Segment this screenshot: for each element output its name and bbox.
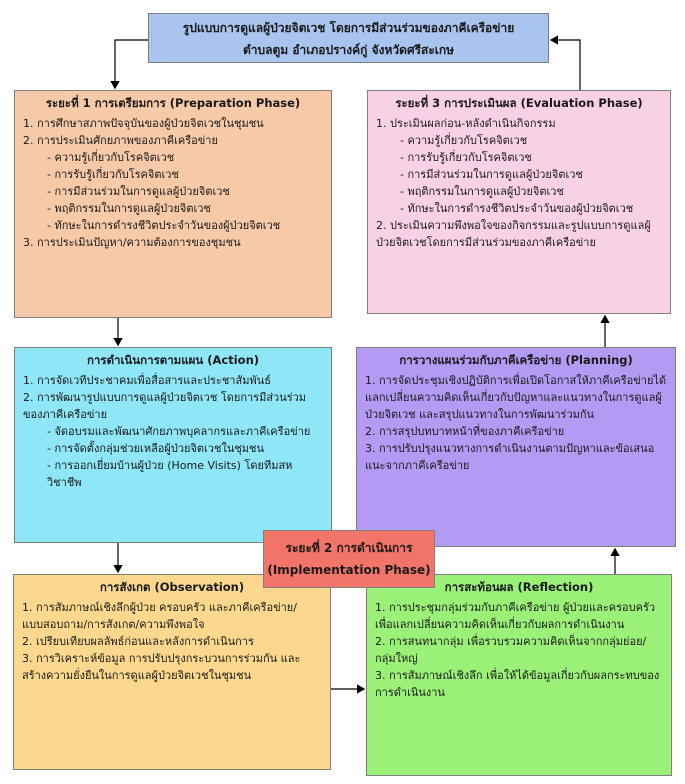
prep-item: 2. การประเมินศักยภาพของภาคีเครือข่าย [23, 133, 218, 147]
observation-box: การสังเกต (Observation) 1. การสัมภาษณ์เช… [13, 574, 331, 770]
refl-item: 2. การสนทนากลุ่ม เพื่อรวบรวมความคิดเห็นจ… [375, 634, 647, 665]
prep-subitem: - การมีส่วนร่วมในการดูแลผู้ป่วยจิตเวช [47, 185, 230, 198]
eval-subitem: - การรับรู้เกี่ยวกับโรคจิตเวช [400, 150, 532, 164]
reflection-box: การสะท้อนผล (Reflection) 1. การประชุมกลุ… [366, 574, 672, 776]
plan-item: 3. การปรับปรุงแนวทางการดำเนินงานตามปัญหา… [365, 442, 655, 473]
eval-subitem: - ความรู้เกี่ยวกับโรคจิตเวช [400, 133, 528, 147]
eval-subitem: - การมีส่วนร่วมในการดูแลผู้ป่วยจิตเวช [400, 167, 583, 181]
prep-subitem: - ทักษะในการดำรงชีวิตประจำวันของผู้ป่วยจ… [47, 219, 281, 233]
evaluation-phase-box: ระยะที่ 3 การประเมินผล (Evaluation Phase… [367, 90, 671, 314]
planning-heading: การวางแผนร่วมกับภาคีเครือข่าย (Planning) [399, 353, 633, 367]
preparation-heading: ระยะที่ 1 การเตรียมการ (Preparation Phas… [45, 96, 301, 110]
prep-subitem: - พฤติกรรมในการดูแลผู้ป่วยจิตเวช [47, 202, 211, 216]
eval-item: 1. ประเมินผลก่อน-หลังดำเนินกิจกรรม [376, 116, 556, 130]
title-line-2: ตำบลตูม อำเภอปรางค์กู่ จังหวัดศรีสะเกษ [242, 43, 455, 57]
observation-heading: การสังเกต (Observation) [99, 580, 245, 594]
eval-subitem: - พฤติกรรมในการดูแลผู้ป่วยจิตเวช [400, 185, 564, 198]
action-item: 1. การจัดเวทีประชาคมเพื่อสื่อสารและประชา… [23, 373, 271, 387]
action-box: การดำเนินการตามแผน (Action) 1. การจัดเวท… [14, 347, 332, 543]
action-heading: การดำเนินการตามแผน (Action) [86, 353, 260, 367]
prep-subitem: - การรับรู้เกี่ยวกับโรคจิตเวช [47, 167, 179, 181]
implementation-phase-box: ระยะที่ 2 การดำเนินการ (Implementation P… [263, 530, 435, 588]
phase2-line-2: (Implementation Phase) [267, 563, 431, 577]
arrow-title-to-prep [110, 39, 148, 90]
refl-item: 1. การประชุมกลุ่มร่วมกับภาคีเครือข่าย ผู… [375, 600, 656, 631]
diagram-title-box: รูปแบบการดูแลผู้ป่วยจิตเวช โดยการมีส่วนร… [148, 13, 549, 63]
planning-box: การวางแผนร่วมกับภาคีเครือข่าย (Planning)… [356, 347, 676, 547]
prep-item: 3. การประเมินปัญหา/ความต้องการของชุมชน [23, 236, 241, 250]
arrow-eval-to-title [549, 35, 581, 90]
prep-item: 1. การศึกษาสภาพปัจจุบันของผู้ป่วยจิตเวชใ… [23, 116, 264, 130]
prep-subitem: - ความรู้เกี่ยวกับโรคจิตเวช [47, 150, 175, 164]
action-subitem: - จัดอบรมและพัฒนาศักยภาพบุคลากรและภาคีเค… [47, 424, 311, 438]
obs-item: 1. การสัมภาษณ์เชิงลึกผู้ป่วย ครอบครัว แล… [22, 600, 297, 631]
title-line-1: รูปแบบการดูแลผู้ป่วยจิตเวช โดยการมีส่วนร… [182, 21, 515, 35]
eval-subitem: - ทักษะในการดำรงชีวิตประจำวันของผู้ป่วยจ… [400, 202, 634, 216]
plan-item: 2. การสรุปบทบาทหน้าที่ของภาคีเครือข่าย [365, 424, 565, 438]
evaluation-heading: ระยะที่ 3 การประเมินผล (Evaluation Phase… [395, 96, 643, 110]
plan-item: 1. การจัดประชุมเชิงปฏิบัติการเพื่อเปิดโอ… [365, 373, 667, 421]
action-item: 2. การพัฒนารูปแบบการดูแลผู้ป่วยจิตเวช โด… [23, 390, 307, 421]
action-subitem: - การจัดตั้งกลุ่มช่วยเหลือผู้ป่วยจิตเวชใ… [47, 442, 265, 455]
obs-item: 2. เปรียบเทียบผลลัพธ์ก่อนและหลังการดำเนิ… [22, 634, 254, 648]
refl-item: 3. การสัมภาษณ์เชิงลึก เพื่อให้ได้ข้อมูลเ… [375, 669, 660, 700]
reflection-heading: การสะท้อนผล (Reflection) [444, 580, 594, 594]
eval-item: 2. ประเมินความพึงพอใจของกิจกรรมและรูปแบบ… [376, 219, 651, 250]
phase2-line-1: ระยะที่ 2 การดำเนินการ [285, 541, 413, 555]
action-subitem: - การออกเยี่ยมบ้านผู้ป่วย (Home Visits) … [47, 459, 293, 490]
obs-item: 3. การวิเคราะห์ข้อมูล การปรับปรุงกระบวนก… [22, 651, 301, 682]
preparation-phase-box: ระยะที่ 1 การเตรียมการ (Preparation Phas… [14, 90, 332, 318]
